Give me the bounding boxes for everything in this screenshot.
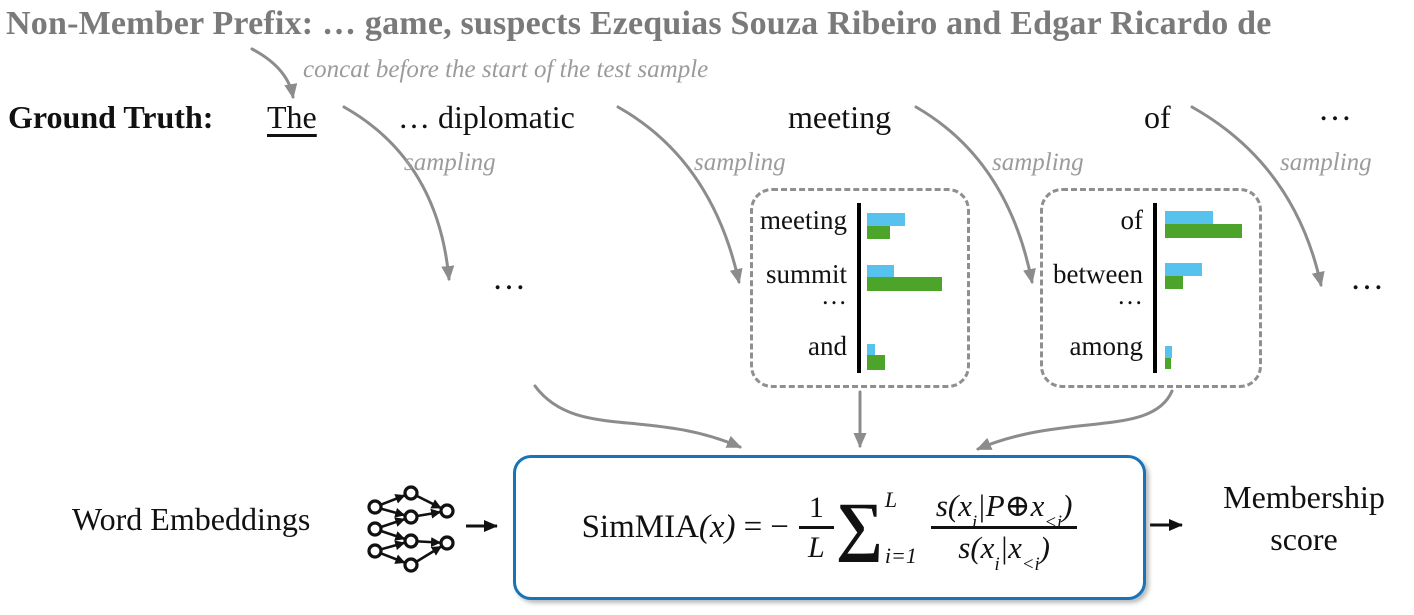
ground-truth-token-meeting: meeting — [788, 99, 892, 135]
score-ratio-fraction: s(xi|P⊕x<i) s(xi|x<i) — [930, 488, 1078, 574]
token-label: between — [1053, 259, 1143, 289]
ratio-denominator: s(xi|x<i) — [958, 529, 1050, 573]
fraction-numerator: 1 — [798, 491, 834, 529]
token-ellipsis: … — [1117, 281, 1143, 310]
token-label: summit — [765, 259, 847, 289]
sampling-arrow-2 — [616, 105, 743, 284]
ground-truth-label: Ground Truth: — [8, 99, 214, 135]
membership-line: Membership — [1223, 479, 1385, 515]
prob-bar-cyan — [867, 213, 905, 226]
den-mid: |x — [999, 530, 1022, 565]
token-label: and — [808, 331, 847, 361]
prob-bar-cyan — [1165, 211, 1213, 224]
ratio-numerator: s(xi|P⊕x<i) — [930, 488, 1078, 532]
sampling-label-2: sampling — [694, 149, 786, 176]
sum-lower-limit: i=1 — [884, 542, 917, 568]
word-embeddings-label: Word Embeddings — [72, 501, 311, 537]
prob-bar-green — [867, 355, 885, 370]
prob-bar-cyan — [867, 265, 894, 277]
num-sub-i: i — [972, 512, 978, 534]
sampling-label-4: sampling — [1280, 149, 1372, 176]
ground-truth-ellipsis: … — [1318, 91, 1352, 128]
token-ellipsis: … — [821, 281, 847, 310]
token-label: meeting — [760, 205, 847, 235]
formula-arg: (x) — [698, 509, 736, 545]
ground-truth-first-token: The — [267, 99, 317, 135]
box2-to-formula-arrow — [976, 389, 1174, 451]
fraction-denominator: L — [807, 531, 825, 564]
den-sub-i: i — [994, 553, 1000, 575]
concat-arrow — [250, 47, 298, 99]
token-distribution-box-1: meeting summit … and — [750, 188, 970, 388]
sampled-ellipsis-left: … — [492, 260, 529, 297]
concat-annotation: concat before the start of the test samp… — [303, 56, 709, 83]
non-member-prefix-text: Non-Member Prefix: … game, suspects Ezeq… — [6, 5, 1272, 42]
prob-bar-cyan — [867, 344, 875, 355]
simmia-formula: SimMIA(x) = − 1 L ∑ L i=1 s(xi|P⊕x<i) s(… — [581, 486, 1078, 574]
prob-bar-green — [867, 277, 942, 291]
num-sub-lt-i: <i — [1044, 512, 1063, 534]
summation-limits: L i=1 — [884, 486, 917, 568]
membership-score-label: Membership score — [1198, 477, 1410, 560]
sampling-label-1: sampling — [404, 149, 496, 176]
axis-line — [857, 203, 861, 373]
score-line: score — [1270, 520, 1338, 557]
axis-line — [1153, 203, 1157, 373]
formula-equals: = — [743, 509, 763, 545]
prob-bar-cyan — [1165, 263, 1202, 276]
sampled-ellipsis-right: … — [1350, 260, 1387, 297]
ground-truth-token-diplomatic: … diplomatic — [398, 99, 575, 135]
prob-bar-cyan — [1165, 346, 1172, 358]
token-label: of — [1120, 205, 1144, 235]
prob-bar-green — [1165, 224, 1242, 238]
sum-upper-limit: L — [884, 486, 898, 512]
summation: ∑ L i=1 — [835, 486, 917, 568]
sampling-label-3: sampling — [992, 149, 1084, 176]
ellipsis-to-formula-arrow — [533, 384, 742, 449]
one-over-L-fraction: 1 L — [798, 491, 834, 564]
num-pre: s(x — [935, 488, 972, 524]
neural-network-icon — [367, 485, 455, 573]
formula-minus: − — [770, 509, 789, 545]
den-sub-lt-i: <i — [1021, 553, 1040, 575]
prob-bar-green — [1165, 358, 1171, 369]
formula-func-name: SimMIA — [581, 509, 699, 545]
den-post: ) — [1039, 530, 1050, 565]
num-post: ) — [1062, 488, 1073, 524]
simmia-formula-box: SimMIA(x) = − 1 L ∑ L i=1 s(xi|P⊕x<i) s(… — [513, 455, 1146, 600]
ground-truth-token-of: of — [1144, 99, 1171, 135]
token-label: among — [1069, 331, 1144, 361]
num-mid: |P⊕x — [977, 488, 1045, 524]
prob-bar-green — [867, 226, 890, 239]
prob-bar-green — [1165, 276, 1183, 289]
sigma-symbol: ∑ — [835, 490, 883, 564]
den-pre: s(x — [958, 530, 995, 565]
token-distribution-box-2: of between … among — [1040, 188, 1262, 388]
